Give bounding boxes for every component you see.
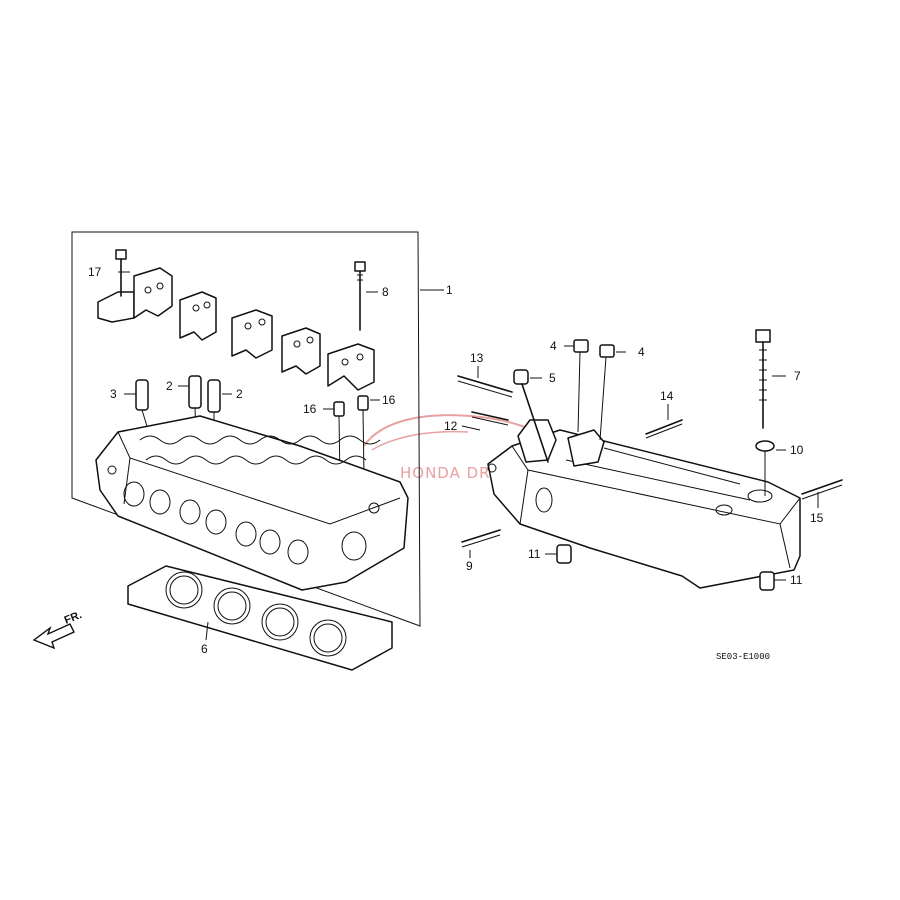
- callout-15: 15: [810, 511, 824, 525]
- callout-14: 14: [660, 389, 674, 403]
- callout-12: 12: [444, 419, 458, 433]
- callout-13: 13: [470, 351, 484, 365]
- callout-2a: 2: [166, 379, 173, 393]
- callout-3: 3: [110, 387, 117, 401]
- diagram-code: SE03-E1000: [716, 652, 770, 662]
- group-frame: [71, 231, 421, 627]
- callout-5: 5: [549, 371, 556, 385]
- bolts: [115, 249, 366, 331]
- callout-7: 7: [794, 369, 801, 383]
- callout-1: 1: [446, 283, 453, 297]
- cylinder-head-assembly: [95, 415, 409, 591]
- callout-4b: 4: [638, 345, 645, 359]
- studs-and-bolts: [457, 329, 843, 591]
- front-arrow: FR.: [32, 609, 84, 650]
- head-gasket: [127, 565, 393, 671]
- callout-4a: 4: [550, 339, 557, 353]
- callout-16b: 16: [382, 393, 396, 407]
- cylinder-head: [487, 419, 801, 589]
- camshaft-holders: [97, 267, 375, 391]
- callout-10: 10: [790, 443, 804, 457]
- front-label: FR.: [63, 609, 84, 627]
- callout-17: 17: [88, 265, 102, 279]
- callout-6: 6: [201, 642, 208, 656]
- callout-16a: 16: [303, 402, 317, 416]
- callout-8: 8: [382, 285, 389, 299]
- callout-9: 9: [466, 559, 473, 573]
- callout-11b: 11: [790, 573, 803, 587]
- callouts: 1 2 2 3 4 4 5 6 7 8 9 10 11 11 12 13 14 …: [88, 265, 824, 656]
- callout-2b: 2: [236, 387, 243, 401]
- callout-11a: 11: [528, 547, 541, 561]
- leader-lines: [118, 271, 819, 581]
